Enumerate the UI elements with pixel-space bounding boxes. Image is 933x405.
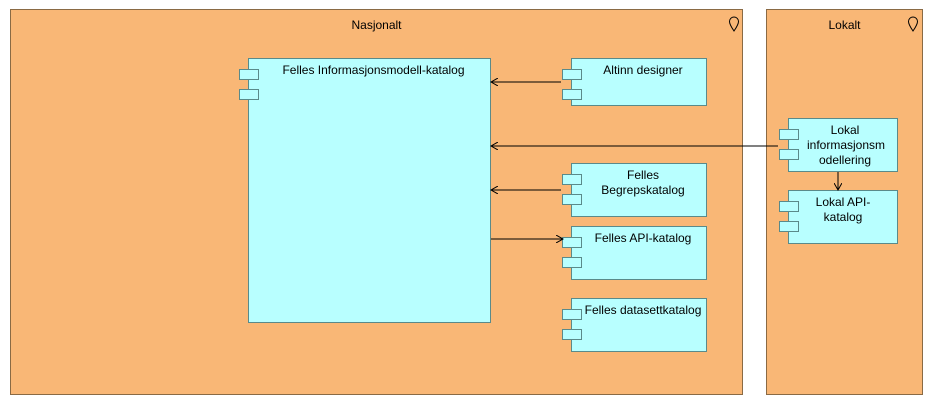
component-lokal-informasjonsmodellering[interactable]: Lokal informasjonsm odellering: [779, 118, 898, 172]
component-felles-datasettkatalog[interactable]: Felles datasettkatalog: [562, 298, 707, 352]
component-lokal-api-katalog[interactable]: Lokal API-katalog: [779, 190, 898, 244]
component-felles-begrepskatalog[interactable]: Felles Begrepskatalog: [562, 163, 707, 217]
component-label: Felles datasettkatalog: [584, 303, 702, 317]
component-port: [562, 69, 582, 80]
component-label: Felles Begrepskatalog: [601, 168, 685, 197]
component-label: Felles API-katalog: [594, 231, 692, 245]
component-port: [562, 257, 582, 268]
component-label: Lokal informasjonsm odellering: [807, 123, 886, 167]
component-port: [779, 221, 799, 232]
component-port: [239, 69, 259, 80]
component-port: [779, 201, 799, 212]
component-label: Felles Informasjonsmodell-katalog: [282, 63, 465, 77]
component-port: [562, 89, 582, 100]
component-port: [779, 129, 799, 140]
component-port: [239, 89, 259, 100]
component-felles-api-katalog[interactable]: Felles API-katalog: [562, 226, 707, 280]
component-port: [562, 174, 582, 185]
component-label: Lokal API-katalog: [815, 195, 871, 224]
component-port: [562, 329, 582, 340]
component-port: [779, 149, 799, 160]
location-pin-icon: [907, 16, 919, 32]
zone-title-nasjonalt: Nasjonalt: [351, 18, 402, 32]
component-label: Altinn designer: [603, 63, 683, 77]
component-port: [562, 194, 582, 205]
component-altinn-designer[interactable]: Altinn designer: [562, 58, 707, 106]
location-pin-icon: [728, 16, 740, 32]
zone-title-lokalt: Lokalt: [828, 18, 861, 32]
component-port: [562, 309, 582, 320]
